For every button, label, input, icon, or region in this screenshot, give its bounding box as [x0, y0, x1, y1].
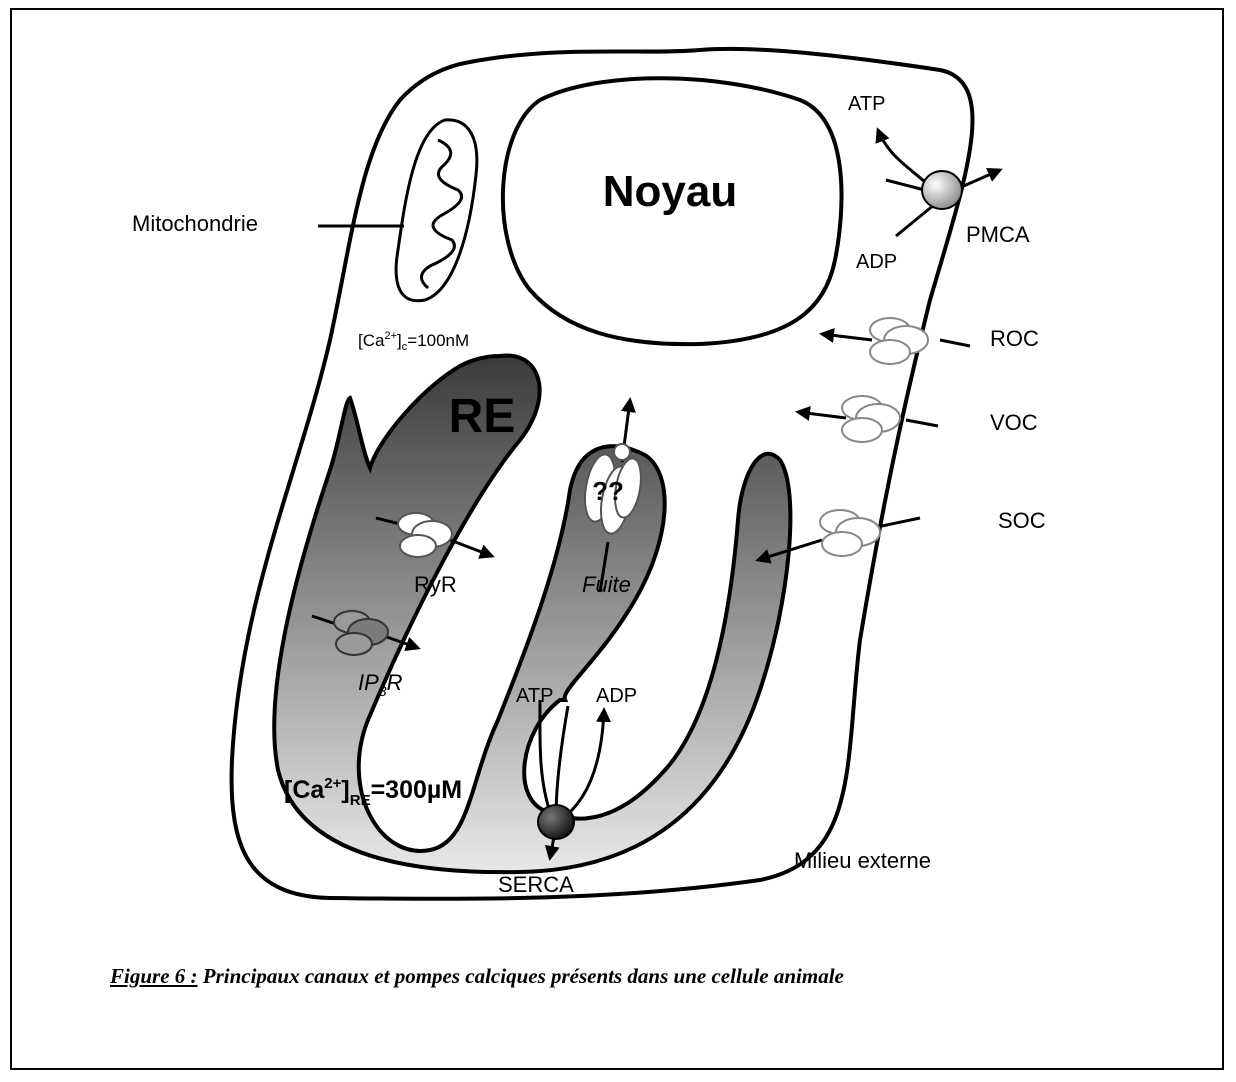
soc-label: SOC [998, 508, 1046, 533]
leak-label: Fuite [582, 572, 631, 597]
ryr-label: RyR [414, 572, 457, 597]
serca-atp-label: ATP [516, 685, 553, 707]
er-label: RE [449, 390, 516, 443]
serca-adp-label: ADP [596, 685, 637, 707]
figure-caption-text: Principaux canaux et pompes calciques pr… [198, 964, 844, 988]
voc-label: VOC [990, 410, 1038, 435]
serca-label: SERCA [498, 872, 574, 897]
ca-cyto-label: [Ca2+]c=100nM [358, 330, 469, 353]
pmca-label: PMCA [966, 222, 1030, 247]
pmca-adp-label: ADP [856, 251, 897, 273]
pmca-atp-label: ATP [848, 93, 885, 115]
nucleus-label: Noyau [603, 167, 737, 216]
leak-unknown-label: ?? [592, 476, 624, 506]
ca-er-label: [Ca2+]RE=300µM [284, 775, 462, 809]
mitochondria-label: Mitochondrie [132, 211, 258, 236]
external-medium-label: Milieu externe [794, 848, 931, 873]
figure-caption: Figure 6 : Principaux canaux et pompes c… [110, 964, 844, 989]
figure-number: Figure 6 : [110, 964, 198, 988]
roc-label: ROC [990, 326, 1039, 351]
